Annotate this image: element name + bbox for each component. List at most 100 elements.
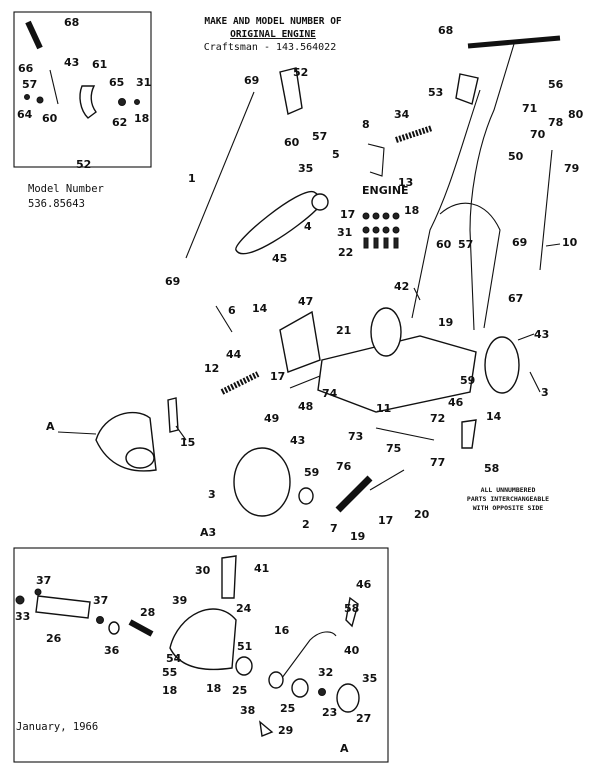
callout: 17 bbox=[270, 370, 285, 383]
model-number-value: 536.85643 bbox=[28, 198, 85, 210]
bushing-part bbox=[268, 671, 284, 689]
blade-part bbox=[35, 595, 91, 619]
spindle-part bbox=[128, 619, 154, 637]
nut-part bbox=[34, 588, 42, 596]
callout: 65 bbox=[109, 76, 124, 89]
callout: 31 bbox=[337, 226, 352, 239]
callout: 52 bbox=[76, 158, 91, 171]
front-bracket-part bbox=[335, 475, 373, 513]
callout: 61 bbox=[92, 58, 107, 71]
callout: 17 bbox=[340, 208, 355, 221]
callout: 16 bbox=[274, 624, 290, 637]
bushing-part bbox=[235, 656, 253, 676]
handle-part bbox=[221, 555, 237, 599]
note-line-2: PARTS INTERCHANGEABLE bbox=[467, 495, 549, 503]
callout: 23 bbox=[322, 706, 337, 719]
callout: 3 bbox=[208, 488, 216, 501]
callout-labels: 68 66 43 61 57 65 31 64 60 62 18 52 69 5… bbox=[15, 16, 584, 755]
callout: 60 bbox=[42, 112, 58, 125]
washer-part bbox=[134, 99, 140, 105]
throttle-control-part bbox=[455, 73, 479, 105]
callout: 50 bbox=[508, 150, 524, 163]
pulley-part bbox=[336, 683, 360, 713]
callout: 43 bbox=[64, 56, 79, 69]
callout: 36 bbox=[104, 644, 120, 657]
callout: 35 bbox=[298, 162, 313, 175]
callout: 44 bbox=[226, 348, 242, 361]
callout: 77 bbox=[430, 456, 445, 469]
callout: 72 bbox=[430, 412, 445, 425]
lever-part bbox=[367, 143, 385, 177]
callout: 24 bbox=[236, 602, 252, 615]
callout: 76 bbox=[336, 460, 352, 473]
hardware-set bbox=[362, 212, 400, 249]
date-label: January, 1966 bbox=[16, 721, 98, 733]
callout: 49 bbox=[264, 412, 279, 425]
callout: 55 bbox=[162, 666, 177, 679]
callout: 57 bbox=[458, 238, 473, 251]
rear-wheel-right-part bbox=[484, 336, 520, 394]
callout: 69 bbox=[244, 74, 259, 87]
callout: 60 bbox=[436, 238, 452, 251]
callout: A bbox=[340, 742, 349, 755]
washer-part bbox=[318, 688, 326, 696]
callout: 4 bbox=[304, 220, 312, 233]
bracket-part bbox=[79, 85, 97, 119]
callout: 30 bbox=[195, 564, 211, 577]
control-rod-part bbox=[185, 91, 255, 259]
callout: 12 bbox=[204, 362, 219, 375]
callout: 58 bbox=[484, 462, 499, 475]
shaft-arm-part bbox=[275, 631, 337, 687]
inset-box-bottom bbox=[13, 547, 389, 763]
callout: 1 bbox=[188, 172, 196, 185]
bolt-part bbox=[15, 595, 25, 605]
lower-handle-left-part bbox=[411, 89, 481, 319]
callout: 13 bbox=[398, 176, 413, 189]
callout: 18 bbox=[206, 682, 221, 695]
callout: 22 bbox=[338, 246, 353, 259]
wheel-hub-part bbox=[298, 487, 314, 505]
upper-handle-part bbox=[469, 43, 515, 331]
callout: 52 bbox=[293, 66, 308, 79]
lever-part bbox=[345, 596, 359, 628]
callout: 31 bbox=[136, 76, 151, 89]
callout: 43 bbox=[534, 328, 549, 341]
adjuster-part bbox=[461, 419, 477, 449]
callout: 34 bbox=[394, 108, 410, 121]
callout: 29 bbox=[278, 724, 293, 737]
handle-bar-part bbox=[467, 35, 561, 49]
shaft-part bbox=[289, 375, 321, 389]
callout: 71 bbox=[522, 102, 537, 115]
callout: 18 bbox=[134, 112, 149, 125]
spring-part bbox=[395, 125, 433, 143]
rod-part bbox=[49, 69, 59, 105]
callout: 40 bbox=[344, 644, 360, 657]
callout: 54 bbox=[166, 652, 182, 665]
callout: 60 bbox=[284, 136, 300, 149]
rear-wheel-left-part bbox=[370, 307, 402, 357]
callout: 35 bbox=[362, 672, 377, 685]
callout: 69 bbox=[512, 236, 527, 249]
callout: 46 bbox=[448, 396, 464, 409]
callout: 43 bbox=[290, 434, 305, 447]
callout: 2 bbox=[302, 518, 310, 531]
guard-arm-part bbox=[167, 397, 179, 433]
note-line-3: WITH OPPOSITE SIDE bbox=[473, 504, 544, 512]
callout: 14 bbox=[486, 410, 502, 423]
callout: 38 bbox=[240, 704, 255, 717]
callout: A bbox=[46, 420, 55, 433]
screw-part bbox=[24, 94, 30, 100]
callout: 19 bbox=[438, 316, 453, 329]
callout: 25 bbox=[232, 684, 247, 697]
callout: 41 bbox=[254, 562, 269, 575]
nut-part bbox=[118, 98, 126, 106]
control-bracket-part bbox=[279, 67, 303, 115]
callout: 53 bbox=[428, 86, 443, 99]
callout: 27 bbox=[356, 712, 371, 725]
model-number-label: Model Number bbox=[28, 183, 104, 195]
axle-part bbox=[375, 427, 435, 441]
callout: 26 bbox=[46, 632, 62, 645]
clip-part bbox=[259, 720, 274, 737]
